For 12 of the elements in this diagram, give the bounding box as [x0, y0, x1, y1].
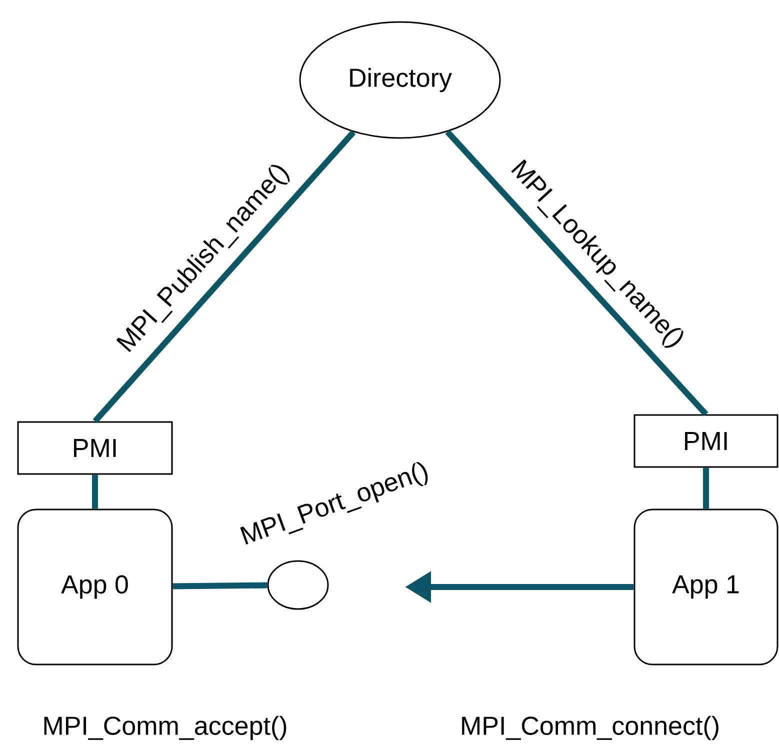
- app-box: App 0: [17, 508, 173, 666]
- pmi-box: PMI: [17, 421, 173, 475]
- function-label: MPI_Comm_accept(): [44, 716, 286, 740]
- connector-line: [172, 582, 268, 590]
- function-label: MPI_Comm_connect(): [462, 716, 718, 740]
- connector-line: [92, 474, 98, 509]
- connector-line: [703, 468, 709, 509]
- connector-line: [92, 130, 356, 424]
- app-box: App 1: [634, 508, 778, 666]
- port-circle: [267, 560, 329, 610]
- connector-line: [445, 130, 708, 416]
- pmi-box: PMI: [634, 414, 778, 468]
